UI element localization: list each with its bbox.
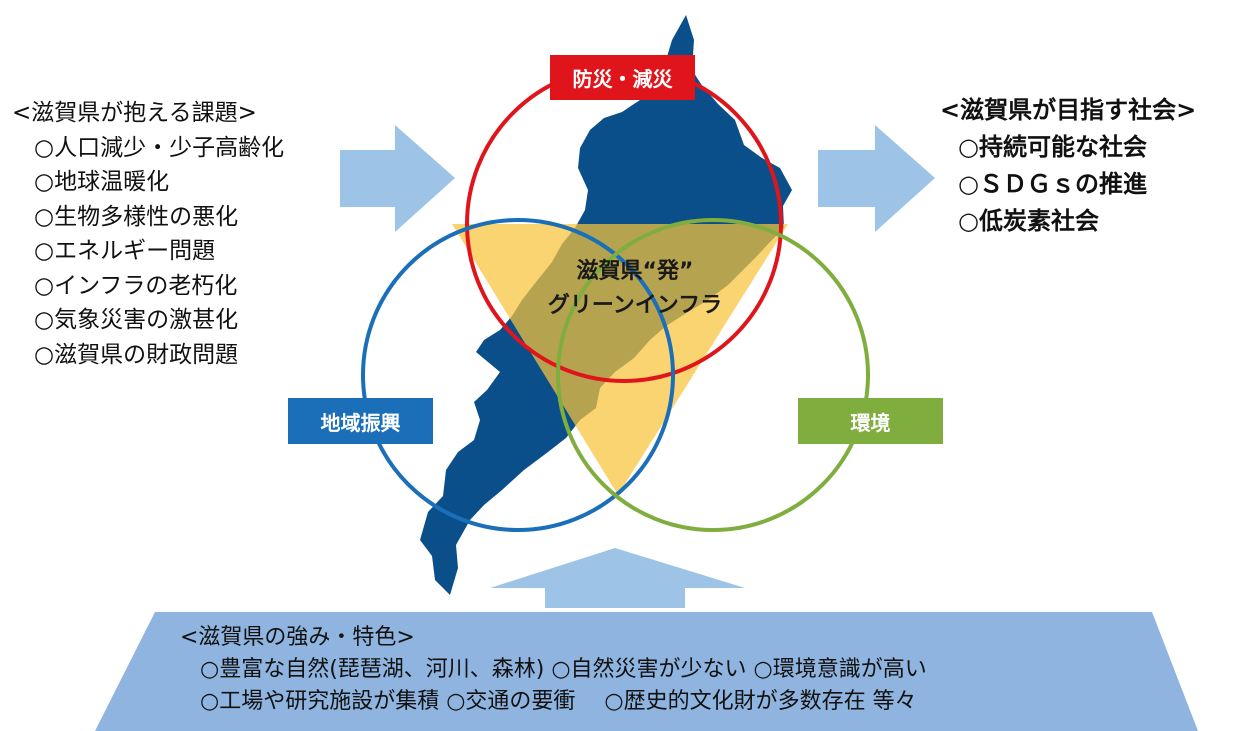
strengths-line: ○工場や研究施設が集積 ○交通の要衝 ○歴史的文化財が多数存在 等々: [200, 689, 917, 714]
environment-label: 環境: [798, 398, 943, 444]
challenge-item: ○エネルギー問題: [34, 238, 216, 264]
goals-list: <滋賀県が目指す社会> ○持続可能な社会 ○ＳＤＧｓの推進 ○低炭素社会: [940, 92, 1196, 240]
regional-circle: [361, 218, 675, 532]
center-label-line2: グリーンインフラ: [547, 293, 723, 318]
goals-heading: <滋賀県が目指す社会>: [940, 96, 1197, 124]
regional-label: 地域振興: [288, 398, 433, 444]
strengths-line: ○豊富な自然(琵琶湖、河川、森林) ○自然災害が少ない ○環境意識が高い: [200, 657, 927, 682]
challenge-item: ○地球温暖化: [34, 169, 170, 195]
challenge-item: ○人口減少・少子高齢化: [34, 134, 285, 161]
right-arrow-right-icon: [818, 125, 935, 232]
challenge-item: ○滋賀県の財政問題: [34, 341, 239, 368]
strengths-box: [95, 612, 1198, 731]
challenges-heading: <滋賀県が抱える課題>: [12, 100, 257, 126]
disaster-label: 防災・減災: [550, 55, 695, 100]
goal-item: ○低炭素社会: [958, 207, 1099, 235]
challenge-item: ○生物多様性の悪化: [34, 203, 239, 230]
strengths-heading: <滋賀県の強み・特色>: [180, 625, 415, 650]
challenges-list: <滋賀県が抱える課題> ○人口減少・少子高齢化 ○地球温暖化 ○生物多様性の悪化…: [12, 96, 284, 372]
right-arrow-left-icon: [340, 125, 455, 232]
center-label-line1: 滋賀県“発”: [576, 259, 694, 284]
up-arrow-icon: [490, 548, 745, 608]
goal-item: ○ＳＤＧｓの推進: [958, 170, 1147, 198]
green-infra-triangle: [452, 224, 788, 495]
center-label: 滋賀県“発” グリーンインフラ: [520, 255, 750, 323]
goal-item: ○持続可能な社会: [958, 133, 1147, 161]
challenge-item: ○気象災害の激甚化: [34, 307, 239, 333]
challenge-item: ○インフラの老朽化: [34, 272, 238, 299]
environment-circle: [556, 218, 870, 532]
strengths-text: <滋賀県の強み・特色> ○豊富な自然(琵琶湖、河川、森林) ○自然災害が少ない …: [180, 622, 927, 718]
